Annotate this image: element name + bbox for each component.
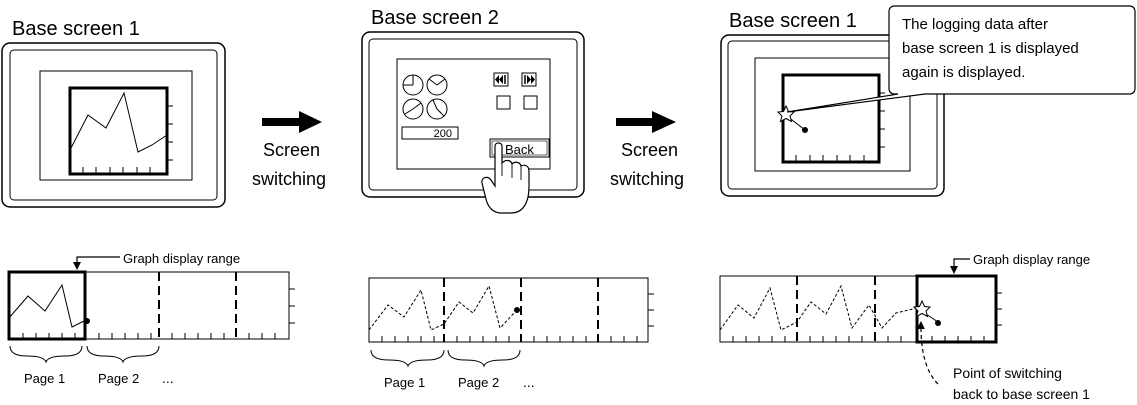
right-screen-trend-graph <box>776 73 885 164</box>
callout-line-3: again is displayed. <box>902 64 1025 81</box>
strip-2-page-2-label: Page 2 <box>458 375 499 390</box>
strip-1-page-1-label: Page 1 <box>24 371 65 386</box>
strip-1-graph <box>7 270 295 341</box>
next-page-button[interactable] <box>521 72 537 87</box>
middle-screen-title: Base screen 2 <box>371 7 499 29</box>
double-left-arrow-icon <box>495 75 503 84</box>
left-screen-trend-graph <box>68 86 173 176</box>
transition-arrow-1 <box>262 111 322 133</box>
back-button-label: Back <box>505 142 534 157</box>
right-screen-title: Base screen 1 <box>729 10 857 32</box>
switch-point-note-line-2: back to base screen 1 <box>953 386 1090 402</box>
transition-label-2-line1: Screen <box>621 140 678 160</box>
back-button[interactable]: Back <box>489 138 550 158</box>
strip-1-range-label: Graph display range <box>123 251 240 266</box>
strip-2-graph <box>368 277 654 343</box>
left-screen-monitor <box>1 42 226 208</box>
lamp-indicator-2 <box>523 95 538 110</box>
callout-bubble <box>786 5 1136 113</box>
strip-2-page-1-label: Page 1 <box>384 375 425 390</box>
strip-3-range-label: Graph display range <box>973 252 1090 267</box>
transition-label-2-line2: switching <box>610 169 684 189</box>
middle-screen-monitor <box>361 31 585 198</box>
transition-arrow-2 <box>616 111 676 133</box>
numeric-display: 200 <box>401 126 459 140</box>
strip-2-ellipsis: ... <box>523 374 535 390</box>
lamp-indicator-1 <box>496 95 511 110</box>
strip-1-range-indicator <box>73 256 120 270</box>
switch-point-note-line-1: Point of switching <box>953 365 1062 381</box>
strip-1-page-2-label: Page 2 <box>98 371 139 386</box>
switch-point-pointer <box>916 321 939 385</box>
numeric-display-value: 200 <box>434 128 452 140</box>
strip-1-page-braces <box>9 345 160 364</box>
right-screen-monitor <box>720 34 945 197</box>
transition-label-1-line1: Screen <box>263 140 320 160</box>
left-screen-title: Base screen 1 <box>12 18 140 40</box>
prev-page-button[interactable] <box>493 72 509 87</box>
double-right-arrow-icon <box>527 75 535 84</box>
touch-hand-icon <box>481 142 530 214</box>
transition-label-1-line2: switching <box>252 169 326 189</box>
callout-line-1: The logging data after <box>902 16 1048 33</box>
strip-1-ellipsis: ... <box>162 370 174 386</box>
strip-2-page-braces <box>370 349 521 368</box>
callout-line-2: base screen 1 is displayed <box>902 40 1079 57</box>
pie-chart-icons <box>402 74 448 120</box>
strip-3-range-indicator <box>950 258 970 274</box>
strip-3-graph <box>719 274 1002 344</box>
